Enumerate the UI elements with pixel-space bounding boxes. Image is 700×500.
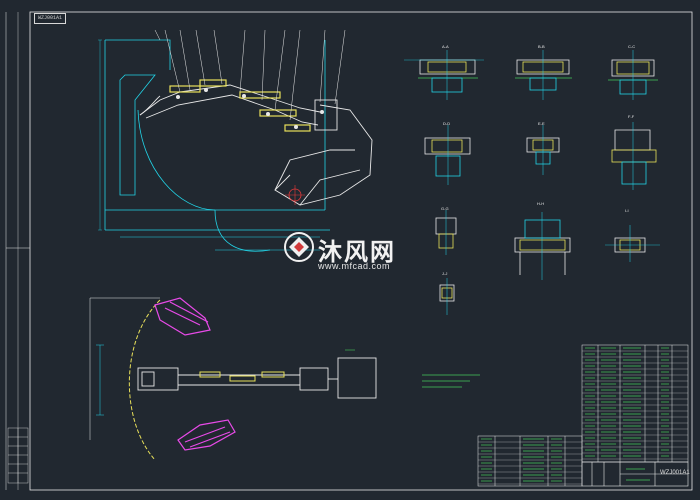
drawing-frame (5, 11, 693, 491)
parts-list-text (585, 347, 669, 457)
watermark-text: 沐风网 (318, 238, 396, 266)
section-e-e (526, 125, 560, 175)
section-h-h (514, 212, 571, 280)
section-views (404, 50, 660, 315)
section-d-d (424, 125, 471, 185)
section-label: B-B (538, 44, 545, 49)
section-label: G-G (441, 206, 449, 211)
section-labels: A-A B-B C-C D-D E-E F-F G-G H-H I-I J-J (441, 44, 635, 276)
section-g-g (435, 210, 457, 255)
section-b-b (515, 50, 572, 100)
section-label: I-I (625, 208, 629, 213)
section-label: H-H (537, 201, 544, 206)
lower-parts-list (477, 435, 583, 487)
section-label: A-A (442, 44, 449, 49)
section-j-j (439, 278, 455, 315)
title-block (581, 461, 689, 487)
watermark-logo-icon (284, 232, 314, 262)
main-side-view (98, 29, 373, 252)
revision-table (7, 427, 29, 484)
section-label: D-D (443, 121, 450, 126)
section-f-f (611, 122, 657, 190)
section-i-i (605, 225, 660, 262)
watermark-url: www.mfcad.com (318, 261, 391, 271)
title-block-code: WZJ001A1 (660, 470, 690, 476)
section-label: E-E (538, 121, 545, 126)
drawing-number-tag: WZJ001A1 (34, 13, 66, 24)
section-label: J-J (442, 271, 447, 276)
section-label: F-F (628, 114, 635, 119)
section-a-a (404, 50, 484, 100)
lower-parts-text (481, 438, 562, 482)
plan-view (89, 297, 377, 461)
technical-notes (422, 374, 480, 388)
section-c-c (608, 50, 658, 100)
lower-parts-rows (478, 441, 582, 485)
parts-list-rows (582, 350, 688, 460)
section-label: C-C (628, 44, 635, 49)
